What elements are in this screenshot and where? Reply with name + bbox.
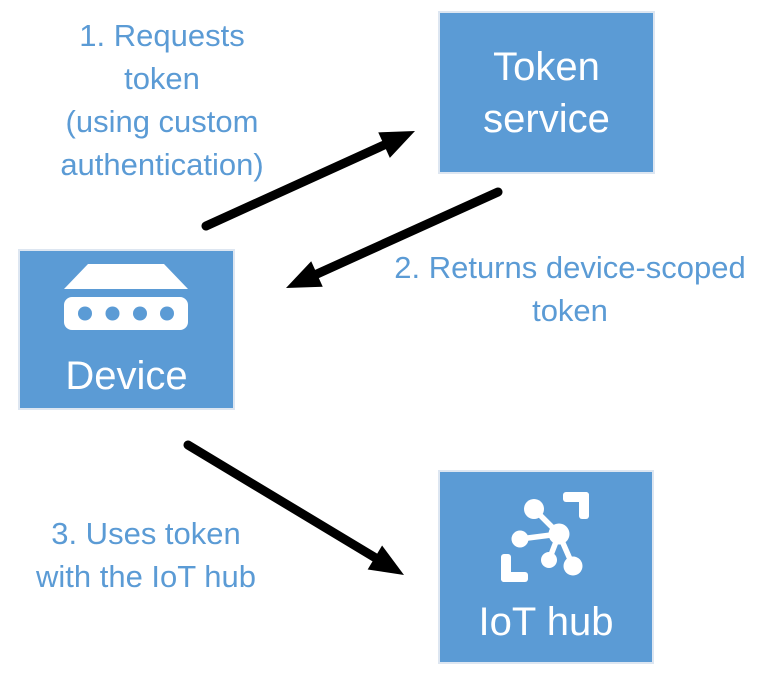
iot-hub-label: IoT hub [478,600,614,644]
arrowhead-device-to-token-service [378,131,415,158]
step-2-label: 2. Returns device-scoped token [394,250,746,328]
token-service-node: Token service [440,13,653,172]
iot-hub-icon [501,488,591,588]
arrowhead-device-to-iot-hub [367,545,404,575]
step-3-label: 3. Uses token with the IoT hub [35,516,256,594]
arrowhead-token-service-to-device [286,261,323,288]
device-node: Device [20,251,233,408]
iot-hub-node: IoT hub [440,472,652,662]
device-label: Device [65,353,188,398]
step-1-label: 1. Requests token (using custom authenti… [60,18,264,182]
token-service-label: Token service [483,44,610,141]
device-icon [64,263,189,336]
